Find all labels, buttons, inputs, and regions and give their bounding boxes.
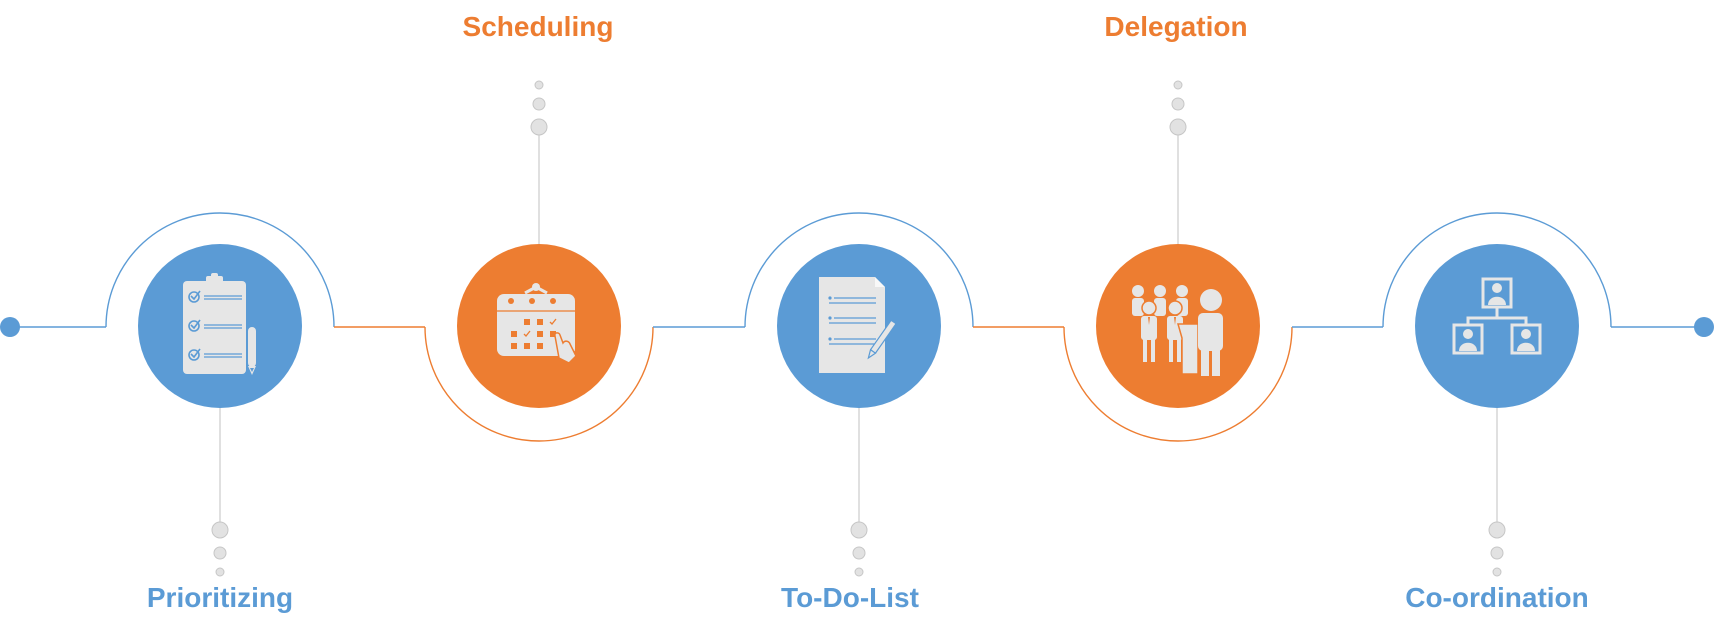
connector-dot [530,118,548,136]
step-to-do-list [777,244,941,408]
clipboard-checklist-icon [183,273,256,375]
org-chart-icon [1452,277,1542,355]
connector-dot [215,567,225,577]
connector-dot [1169,118,1187,136]
connector-dot [1171,97,1185,111]
timeline-arc [744,212,974,328]
connector-dot [534,80,544,90]
connector-dot [1488,521,1506,539]
timeline-arc [1063,326,1293,442]
connector-dot [852,546,866,560]
step-scheduling [457,244,621,408]
connectors [211,80,1506,577]
step-circle [1415,244,1579,408]
step-label-delegation: Delegation [1104,11,1248,42]
step-label-co-ordination: Co-ordination [1405,582,1589,613]
connector-dot [211,521,229,539]
timeline-arc [105,212,335,328]
connector-dot [213,546,227,560]
connector-dot [1173,80,1183,90]
team-presentation-icon [1132,285,1223,376]
connector-dot [850,521,868,539]
timeline-start-dot [0,317,20,337]
step-delegation [1096,244,1260,408]
connector-dot [1490,546,1504,560]
step-label-prioritizing: Prioritizing [146,582,294,613]
document-pen-icon [819,277,897,373]
step-label-to-do-list: To-Do-List [781,582,919,613]
connector-dot [532,97,546,111]
timeline-arc [1382,212,1612,328]
connector-dot [854,567,864,577]
timeline-path [10,212,1704,442]
step-co-ordination [1415,244,1579,408]
calendar-touch-icon [497,283,577,364]
timeline-end-dot [1694,317,1714,337]
step-label-scheduling: Scheduling [462,11,614,42]
step-prioritizing [138,244,302,408]
timeline-arc [424,326,654,442]
connector-dot [1492,567,1502,577]
